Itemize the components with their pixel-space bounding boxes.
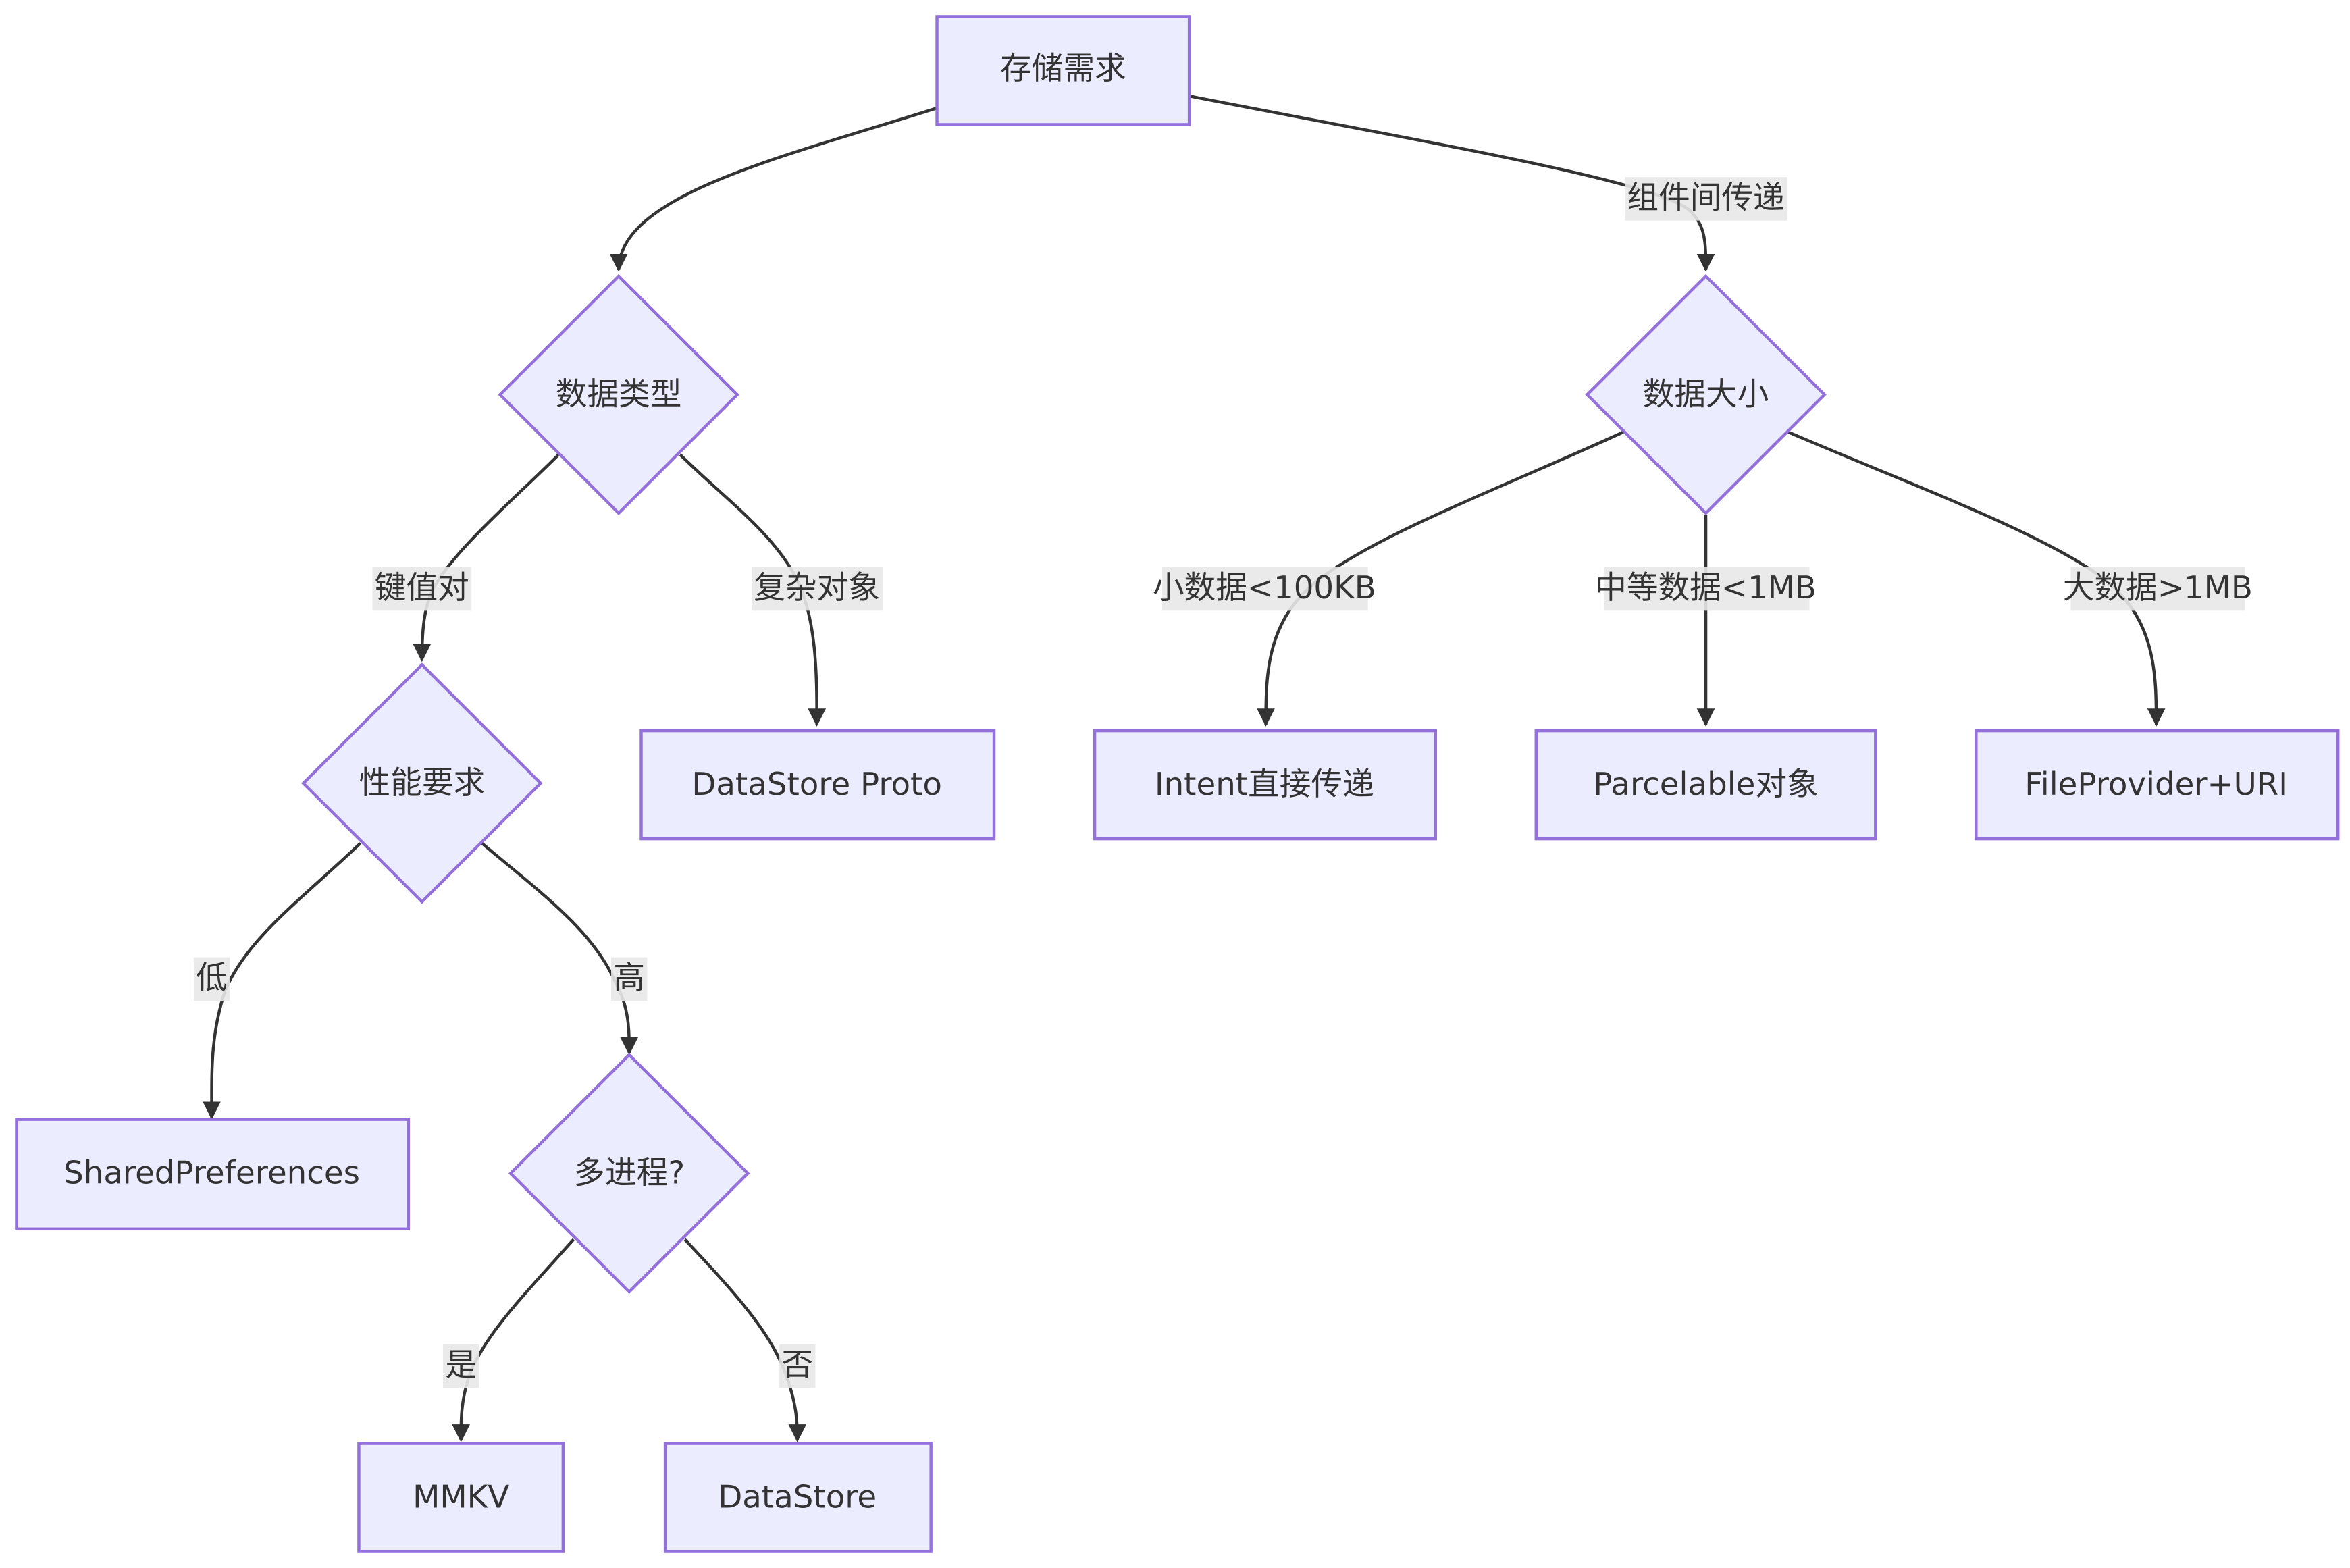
edge-label-text: 低 xyxy=(196,960,228,997)
node-label: 数据大小 xyxy=(1643,376,1769,413)
node-sharedpreferences: SharedPreferences xyxy=(15,1118,411,1231)
node-label: 性能要求 xyxy=(359,765,485,802)
node-datastore: DataStore xyxy=(663,1442,933,1553)
edge-label-size-to-intent: 小数据<100KB xyxy=(1153,567,1376,611)
edge-data-size-to-fileprovider xyxy=(1787,430,2166,727)
edge-label-text: 键值对 xyxy=(375,570,469,606)
edge-multi-to-datastore xyxy=(683,1238,807,1442)
edge-perf-to-multi-process xyxy=(481,842,639,1055)
node-intent: Intent直接传递 xyxy=(1093,729,1438,841)
edge-label-text: 小数据<100KB xyxy=(1153,570,1376,606)
edge-label-size-to-parcelable: 中等数据<1MB xyxy=(1595,567,1817,611)
edge-label-text: 是 xyxy=(445,1347,477,1384)
decision-data-size: 数据大小 xyxy=(1585,273,1827,516)
node-label: 存储需求 xyxy=(1000,51,1126,87)
node-label: Parcelable对象 xyxy=(1593,766,1818,803)
edge-label-root-to-size: 组件间传递 xyxy=(1624,177,1787,221)
edge-label-text: 组件间传递 xyxy=(1627,180,1784,216)
edge-label-multi-to-datastore: 否 xyxy=(779,1344,816,1388)
nodes: 存储需求 数据类型 数据大小 性能要求 DataStore Proto Inte… xyxy=(15,15,2340,1553)
node-label: 多进程? xyxy=(573,1155,685,1192)
edge-label-text: 复杂对象 xyxy=(754,570,880,606)
decision-data-type: 数据类型 xyxy=(498,273,739,516)
edge-label-perf-to-multi: 高 xyxy=(611,957,648,1001)
edges xyxy=(203,95,2166,1442)
edge-label-type-to-perf: 键值对 xyxy=(372,567,472,611)
edge-root-to-data-type xyxy=(609,106,938,272)
edge-labels: 组件间传递 键值对 复杂对象 小数据<100KB 中等数据<1MB 大数据>1M… xyxy=(193,177,2253,1388)
edge-data-size-to-intent xyxy=(1257,430,1624,727)
node-label: 数据类型 xyxy=(556,376,682,413)
decision-multi-process: 多进程? xyxy=(508,1052,750,1295)
edge-label-text: 大数据>1MB xyxy=(2063,570,2253,606)
edge-label-type-to-proto: 复杂对象 xyxy=(752,567,883,611)
edge-label-multi-to-mmkv: 是 xyxy=(442,1344,479,1388)
edge-label-text: 中等数据<1MB xyxy=(1595,570,1817,606)
node-label: MMKV xyxy=(413,1480,509,1516)
edge-label-size-to-fileprovider: 大数据>1MB xyxy=(2063,567,2253,611)
node-parcelable: Parcelable对象 xyxy=(1534,729,1877,841)
node-fileprovider: FileProvider+URI xyxy=(1975,729,2340,841)
node-label: Intent直接传递 xyxy=(1155,766,1374,803)
edge-multi-to-mmkv xyxy=(452,1238,575,1442)
node-label: FileProvider+URI xyxy=(2025,766,2288,803)
node-datastore-proto: DataStore Proto xyxy=(639,729,996,841)
edge-label-text: 否 xyxy=(781,1347,813,1384)
edge-root-to-data-size xyxy=(1189,95,1715,272)
node-storage-requirement: 存储需求 xyxy=(935,15,1191,126)
edge-label-perf-to-sharedprefs: 低 xyxy=(193,957,230,1001)
decision-performance: 性能要求 xyxy=(301,662,543,904)
node-label: DataStore Proto xyxy=(691,766,942,803)
node-label: SharedPreferences xyxy=(63,1155,360,1192)
edge-perf-to-sharedprefs xyxy=(203,842,362,1120)
node-mmkv: MMKV xyxy=(357,1442,565,1553)
node-label: DataStore xyxy=(718,1480,877,1516)
edge-data-type-to-perf xyxy=(413,453,560,662)
edge-label-text: 高 xyxy=(613,960,645,997)
